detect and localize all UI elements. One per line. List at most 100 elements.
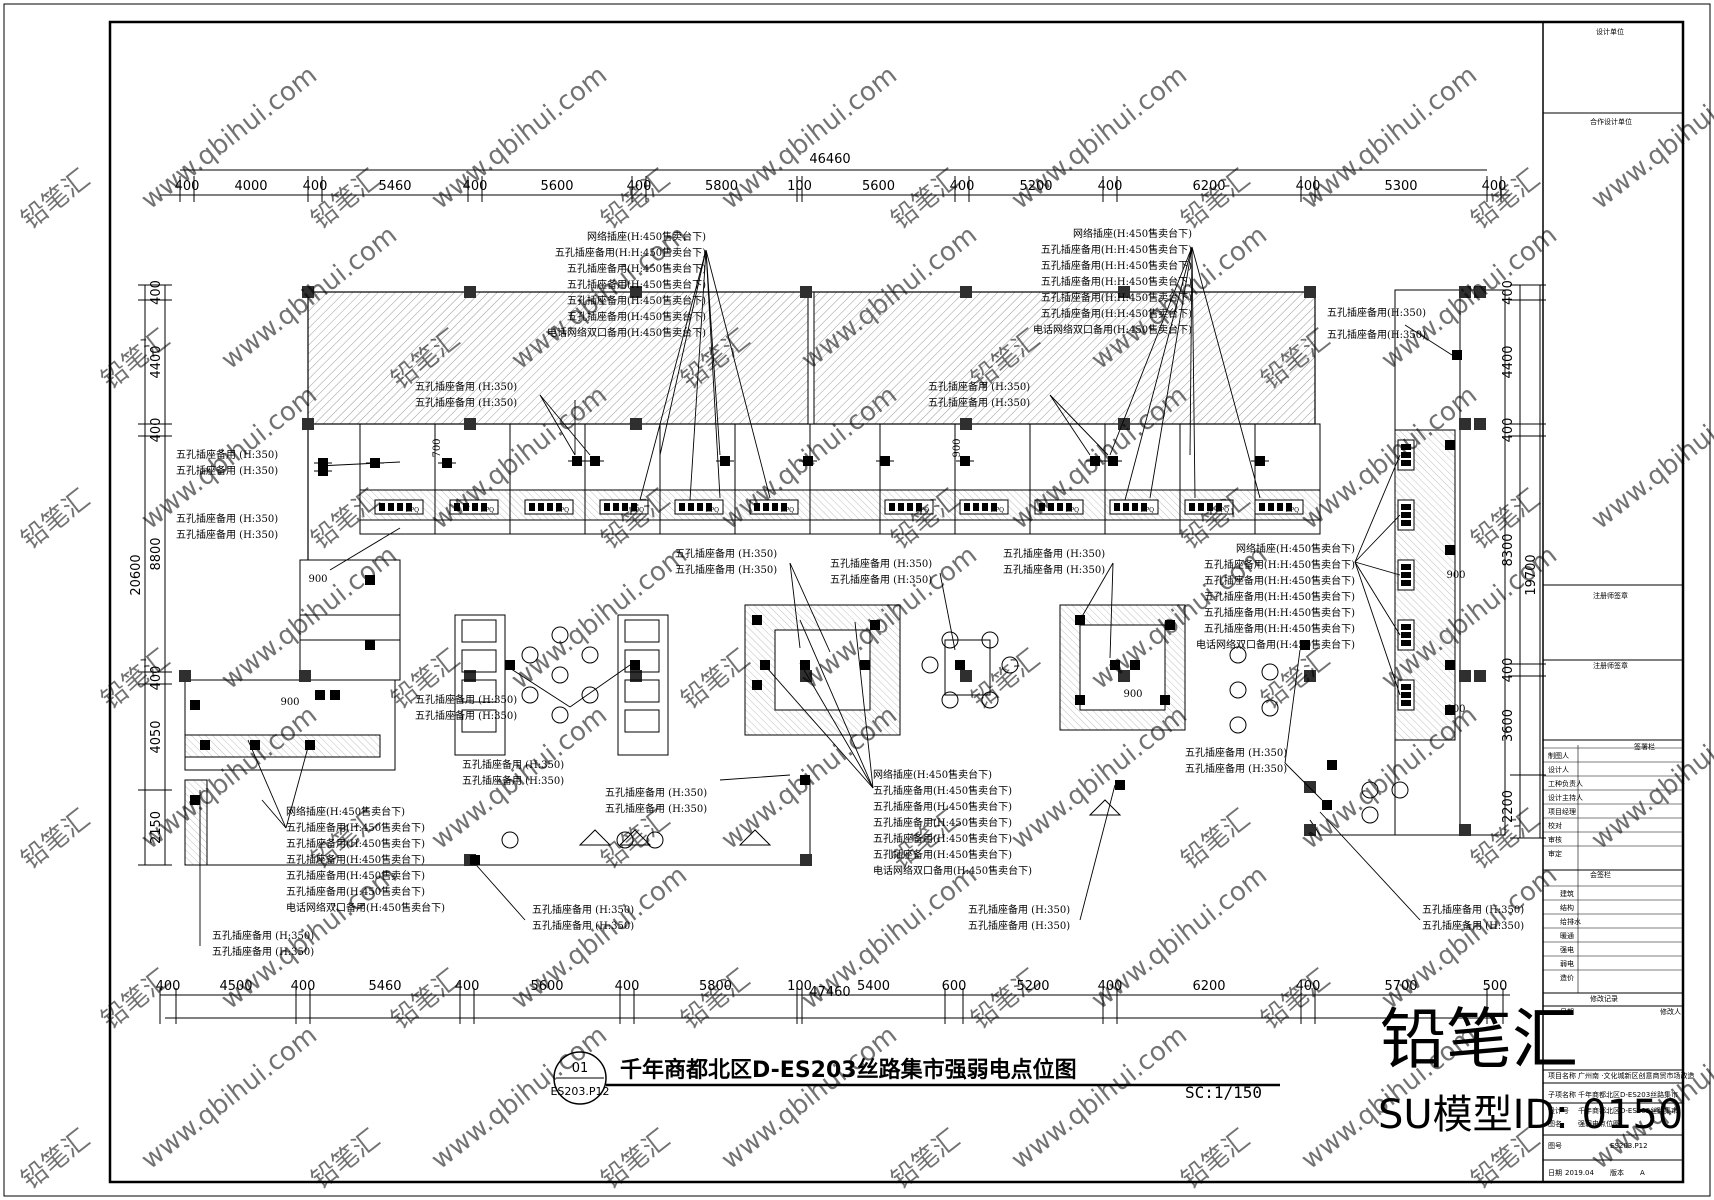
leader-line: [1124, 246, 1193, 501]
leader-line: [689, 249, 707, 501]
title-block-discipline: 给排水: [1560, 917, 1581, 926]
annotation-net-group-top-right: 网络插座(H:450售卖台下) 五孔插座备用(H:H:450售卖台下) 五孔插座…: [1033, 227, 1192, 336]
leader-line: [799, 619, 874, 789]
annotation-pair-left-mid: 五孔插座备用 (H:350) 五孔插座备用 (H:350): [176, 512, 278, 541]
chair: [551, 706, 569, 724]
socket-icon: [1075, 695, 1085, 705]
leader-line: [1319, 811, 1421, 921]
inner-dimension-value: 900: [1123, 689, 1142, 700]
annotation-line: 电话网络双口备用(H:450售卖台下): [286, 901, 445, 914]
leader-line: [789, 562, 831, 653]
leader-line: [705, 249, 721, 456]
socket-icon: [907, 503, 913, 511]
watermark-model-id: SU模型ID: 0150: [1378, 1092, 1683, 1138]
table: [624, 679, 660, 703]
column: [299, 670, 311, 682]
socket-icon: [250, 740, 260, 750]
revision-col-date: 日期: [1560, 1008, 1574, 1016]
annotation-line: 五孔插座备用(H:H:450售卖台下): [1041, 275, 1192, 288]
annotation-net-group-bottom-left: 网络插座(H:450售卖台下) 五孔插座备用(H:450售卖台下) 五孔插座备用…: [286, 805, 445, 914]
column: [1459, 670, 1471, 682]
watermark-brand: 铅笔汇: [306, 1124, 386, 1196]
bottom-dimension-value: 5800: [699, 979, 732, 994]
socket-icon: [365, 575, 375, 585]
socket-tag: EPQ: [706, 507, 719, 514]
watermark-brand: 铅笔汇: [676, 964, 756, 1036]
socket-icon: [1401, 692, 1411, 698]
top-dimension-value: 100: [787, 179, 812, 194]
column: [464, 670, 476, 682]
bottom-dimension-value: 100: [787, 979, 812, 994]
inner-dimension-value: 900: [952, 438, 963, 457]
annotation-line: 电话网络双口备用(H:450售卖台下): [547, 326, 706, 339]
watermark-tile: www.qbihui.com: [426, 700, 613, 855]
drawing-name-value: 强弱电点位图: [1578, 1119, 1620, 1128]
socket-icon: [1277, 503, 1283, 511]
column: [1474, 670, 1486, 682]
annotation-line: 五孔插座备用 (H:350): [968, 903, 1070, 916]
annotation-line: 五孔插座备用 (H:350): [1003, 547, 1105, 560]
watermark-brand: 铅笔汇: [386, 964, 466, 1036]
socket-icon: [397, 503, 403, 511]
annotation-line: 五孔插座备用(H:450售卖台下): [286, 821, 425, 834]
watermark-brand: 铅笔汇: [16, 1124, 96, 1196]
column: [1118, 286, 1130, 298]
chair: [981, 631, 999, 649]
reg-seal-label-2: 注册师签章: [1593, 661, 1628, 670]
annotation-line: 网络插座(H:450售卖台下): [873, 768, 992, 781]
annotation-pair-mid-2: 五孔插座备用 (H:350) 五孔插座备用 (H:350): [830, 557, 932, 586]
subproject-value: 千年商都北区D-ES203丝路集市: [1578, 1090, 1678, 1099]
leader-line: [1049, 394, 1091, 456]
socket-icon: [630, 660, 640, 670]
annotation-line: 五孔插座备用(H:350): [1327, 328, 1426, 341]
leader-line: [1354, 561, 1401, 636]
chair: [941, 691, 959, 709]
leader-line: [285, 739, 311, 829]
socket-icon: [330, 690, 340, 700]
socket-icon: [388, 503, 394, 511]
column: [630, 418, 642, 430]
left-dimension-value: 4400: [149, 345, 164, 378]
chair: [581, 646, 599, 664]
chair: [551, 626, 569, 644]
watermark-tile: www.qbihui.com: [1006, 1020, 1193, 1175]
watermark-brand: 铅笔汇: [676, 644, 756, 716]
socket-icon: [1110, 660, 1120, 670]
watermark-tile: www.qbihui.com: [1586, 380, 1714, 535]
socket-icon: [1401, 580, 1411, 586]
bottom-dimension-value: 500: [1483, 979, 1508, 994]
socket-icon: [631, 503, 637, 511]
socket-tag: EPQ: [631, 507, 644, 514]
watermark-brand: 铅笔汇: [1256, 964, 1336, 1036]
table: [461, 649, 497, 673]
leader-line: [1109, 246, 1193, 456]
left-dimension-value: 8800: [149, 537, 164, 570]
building-plan: [184, 289, 1506, 866]
annotation-line: 五孔插座备用(H:450售卖台下): [873, 816, 1012, 829]
socket-icon: [613, 503, 619, 511]
title-block-role: 校对: [1548, 821, 1562, 830]
top-dimension-value: 400: [175, 179, 200, 194]
right-dimension-value: 400: [1501, 418, 1516, 443]
annotation-line: 五孔插座备用 (H:350): [675, 563, 777, 576]
left-total-dimension: 20600: [129, 554, 144, 595]
socket-icon: [1132, 503, 1138, 511]
drawing-title-block: 01 ES203.P12 千年商都北区D-ES203丝路集市强弱电点位图 SC:…: [550, 1051, 1280, 1105]
column: [302, 418, 314, 430]
annotation-line: 网络插座(H:450售卖台下): [587, 230, 706, 243]
top-dimension-value: 5460: [378, 179, 411, 194]
watermark-brand: 铅笔汇: [96, 964, 176, 1036]
annotation-line: 五孔插座备用(H:H:450售卖台下): [555, 246, 706, 259]
socket-icon: [1039, 503, 1045, 511]
watermark-tile: www.qbihui.com: [1376, 220, 1563, 375]
bottom-dimension-value: 5200: [1016, 979, 1049, 994]
chair: [921, 656, 939, 674]
title-block-role: 项目经理: [1548, 807, 1576, 816]
socket-icon: [1401, 632, 1411, 638]
design-no-value: 千年商都北区D-ES203丝路集市: [1578, 1106, 1678, 1115]
watermark-tile: www.qbihui.com: [136, 380, 323, 535]
table: [624, 709, 660, 733]
watermark-brand: 铅笔汇: [966, 644, 1046, 716]
